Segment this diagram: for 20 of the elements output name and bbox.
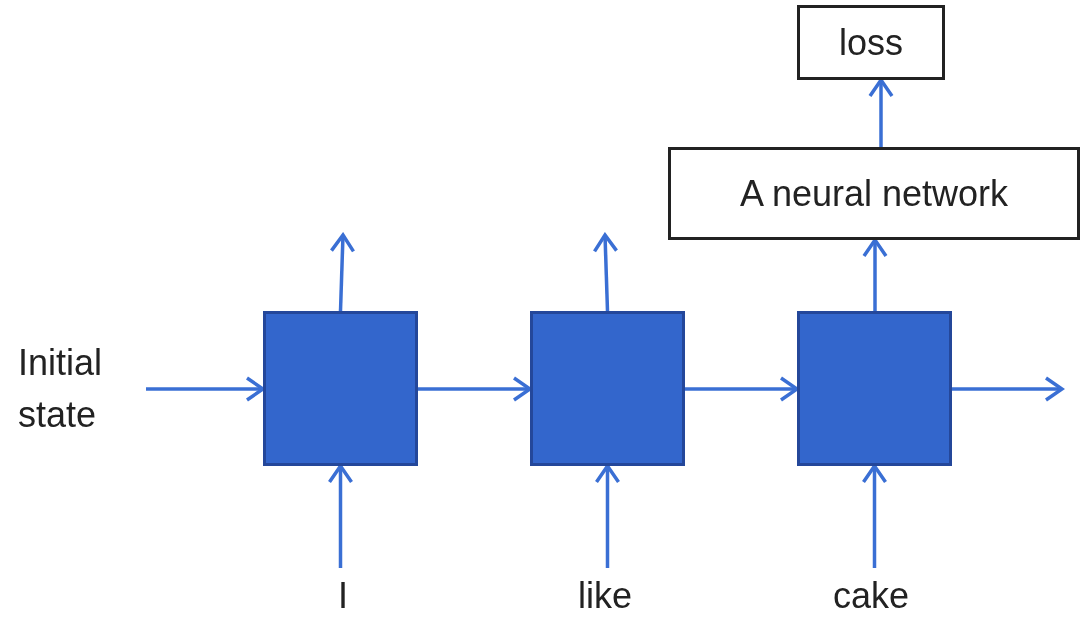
- text-label: I: [313, 568, 373, 624]
- arrow: [329, 233, 356, 312]
- arrow: [952, 376, 1064, 402]
- label-box: loss: [797, 5, 945, 80]
- label-box: A neural network: [668, 147, 1080, 240]
- arrow: [685, 376, 799, 402]
- arrow: [868, 78, 894, 147]
- arrow: [418, 376, 532, 402]
- arrow: [594, 464, 621, 568]
- arrow: [327, 464, 354, 568]
- text-label: Initial state: [18, 335, 146, 443]
- text-label: like: [565, 568, 645, 624]
- cell-block: [530, 311, 685, 466]
- arrow: [592, 233, 619, 312]
- cell-block: [263, 311, 418, 466]
- text-label: cake: [821, 568, 921, 624]
- arrow: [861, 464, 888, 568]
- arrow: [146, 376, 265, 402]
- arrow: [862, 238, 888, 311]
- cell-block: [797, 311, 952, 466]
